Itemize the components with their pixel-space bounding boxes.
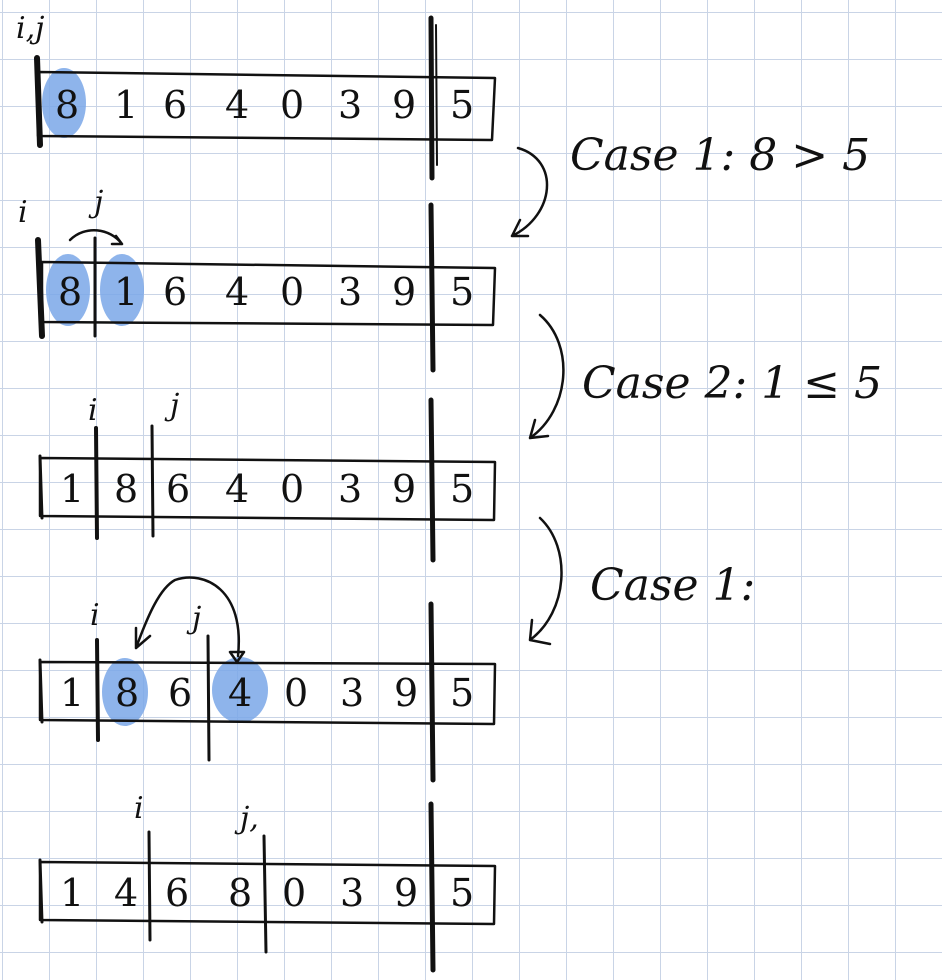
cell: 0	[280, 467, 304, 511]
transition-arrow-3	[528, 516, 563, 646]
row-4: i j 1 8 6 4 0 3 9 5	[38, 576, 497, 783]
cell: 0	[280, 83, 304, 127]
cell: 6	[163, 270, 187, 314]
pointer-j: j	[186, 601, 201, 636]
cell: 3	[338, 83, 362, 127]
pointer-i: i	[88, 393, 98, 428]
cell: 9	[392, 467, 416, 511]
array-box	[38, 456, 497, 522]
pointer-i: i	[134, 791, 144, 826]
cell: 8	[58, 270, 82, 314]
cell: 5	[450, 671, 474, 715]
cell: 4	[225, 270, 249, 314]
cell: 1	[60, 671, 84, 715]
cells: 8 1 6 4 0 3 9 5	[58, 270, 474, 314]
pivot-divider	[428, 601, 436, 783]
cell: 8	[55, 83, 79, 127]
pivot-divider	[428, 202, 436, 373]
cell: 6	[166, 467, 190, 511]
left-bound	[38, 454, 44, 520]
j-divider	[206, 634, 211, 762]
swap-arrow	[134, 576, 241, 658]
caption-case-1: Case 1: 8 > 5	[570, 130, 870, 181]
cell: 9	[394, 671, 418, 715]
j-divider	[150, 424, 155, 538]
cell: 6	[168, 671, 192, 715]
cell: 9	[392, 83, 416, 127]
cell: 6	[165, 871, 189, 915]
left-bound	[35, 237, 45, 339]
cell: 0	[282, 871, 306, 915]
cell: 4	[114, 871, 138, 915]
array-box	[36, 70, 497, 142]
cell: 3	[338, 467, 362, 511]
pivot-divider	[428, 397, 436, 563]
cell: 4	[225, 83, 249, 127]
cell: 5	[450, 83, 474, 127]
row-1: i,j 8 1 6 4 0 3 9 5	[16, 11, 497, 181]
pointer-ij: i,j	[16, 11, 44, 46]
cell: 1	[60, 871, 84, 915]
pivot-divider	[428, 15, 435, 181]
pointer-j: j	[88, 185, 103, 220]
highlight-cell-4	[212, 657, 268, 723]
cell: 9	[392, 270, 416, 314]
cells: 1 4 6 8 0 3 9 5	[60, 871, 474, 915]
i-divider	[94, 426, 99, 540]
array-box	[38, 860, 497, 926]
cell: 3	[340, 671, 364, 715]
cell: 0	[284, 671, 308, 715]
cell: 3	[338, 270, 362, 314]
row-3: i j 1 8 6 4 0 3 9 5	[38, 388, 497, 563]
cells: 1 8 6 4 0 3 9 5	[60, 467, 474, 511]
pointer-i: i	[90, 598, 100, 633]
highlight-cell-8	[46, 254, 90, 326]
pointer-j: j	[164, 388, 179, 423]
cell: 5	[450, 467, 474, 511]
cell: 5	[450, 270, 474, 314]
pivot-divider	[428, 801, 436, 973]
highlight-cell-8	[102, 658, 148, 726]
cell: 4	[225, 467, 249, 511]
cell: 1	[114, 83, 138, 127]
cell: 8	[228, 871, 252, 915]
i-divider	[147, 830, 152, 942]
highlight-cell-1	[100, 254, 144, 326]
transition-arrow-2	[528, 313, 565, 440]
caption-case-2: Case 2: 1 ≤ 5	[582, 358, 882, 409]
left-bound	[34, 55, 43, 148]
highlight-cell-8	[42, 68, 86, 138]
cell: 0	[280, 270, 304, 314]
cells: 8 1 6 4 0 3 9 5	[55, 83, 474, 127]
transition-arrow-1	[510, 146, 549, 238]
pointer-j: j,	[234, 801, 259, 836]
swap-arrow	[68, 228, 124, 246]
pointer-i: i	[18, 195, 28, 230]
cells: 1 8 6 4 0 3 9 5	[60, 671, 474, 715]
left-bound	[38, 858, 44, 924]
cell: 1	[60, 467, 84, 511]
cell: 8	[114, 467, 138, 511]
cell: 5	[450, 871, 474, 915]
row-2: i j 8 1 6 4 0 3 9 5	[18, 185, 497, 373]
cell: 6	[163, 83, 187, 127]
left-bound	[38, 658, 44, 724]
cell: 3	[340, 871, 364, 915]
row-5: i j, 1 4 6 8 0 3 9 5	[38, 791, 497, 973]
cell: 9	[394, 871, 418, 915]
cell: 1	[114, 270, 138, 314]
j-divider	[262, 834, 268, 954]
cell: 8	[115, 671, 139, 715]
cell: 4	[228, 671, 252, 715]
caption-case-3: Case 1:	[590, 560, 755, 611]
i-divider	[95, 638, 100, 742]
